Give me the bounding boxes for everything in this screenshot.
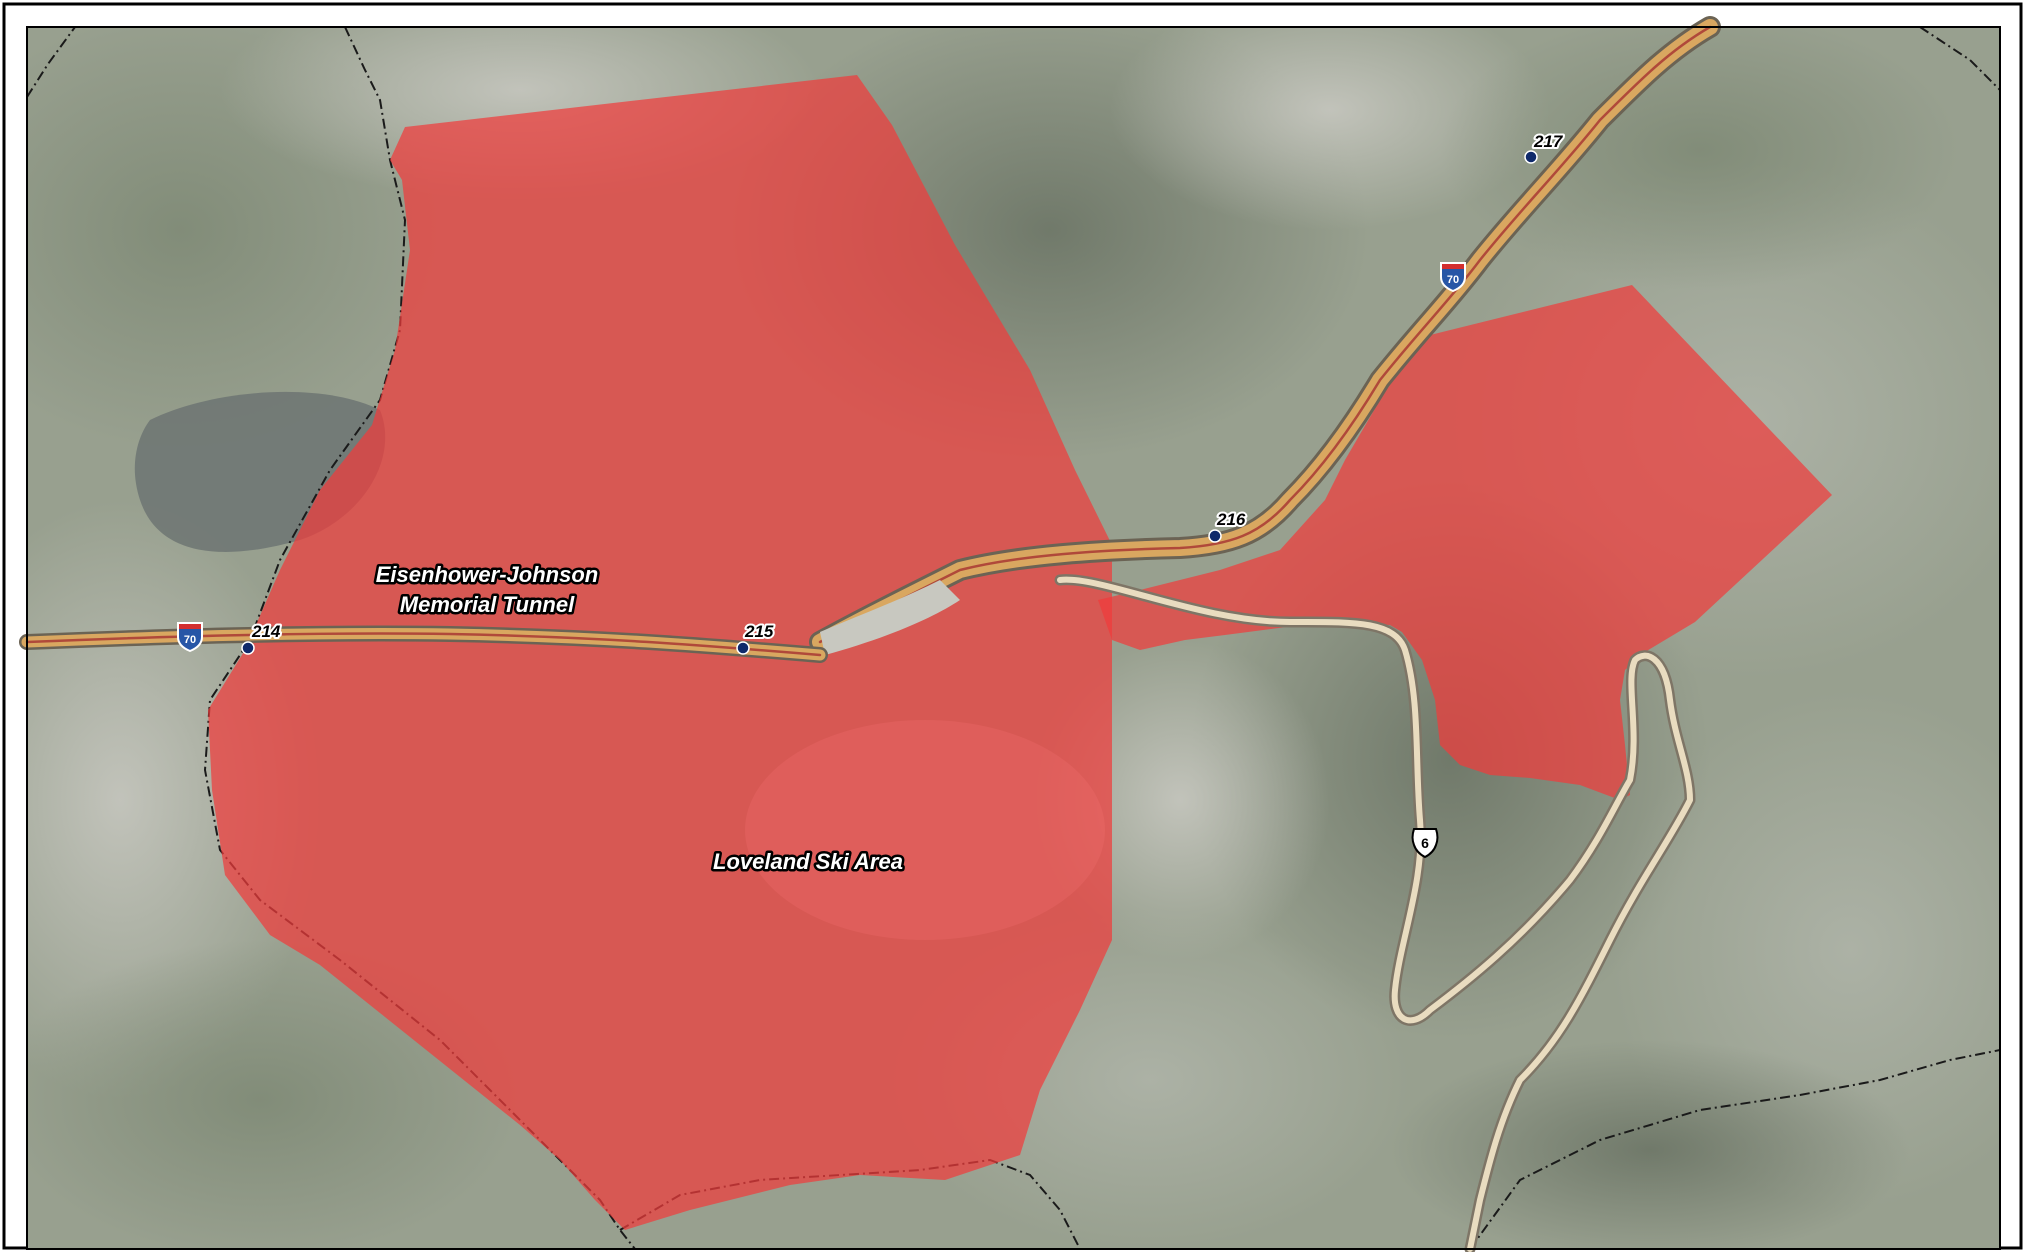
tunnel-label-line2: Memorial Tunnel bbox=[400, 592, 575, 617]
interstate-number: 70 bbox=[1447, 274, 1459, 286]
tunnel-label-line1: Eisenhower-Johnson bbox=[376, 562, 598, 587]
milepost-dot-icon bbox=[1208, 529, 1222, 543]
milepost-label: 214 bbox=[251, 622, 281, 641]
milepost-label: 217 bbox=[1533, 132, 1564, 151]
milepost-216[interactable]: 216 bbox=[1208, 508, 1248, 543]
milepost-label: 216 bbox=[1216, 510, 1246, 529]
milepost-214[interactable]: 214 bbox=[241, 620, 283, 655]
milepost-dot-icon bbox=[736, 641, 750, 655]
ski-area-label: Loveland Ski Area bbox=[713, 849, 903, 874]
milepost-215[interactable]: 215 bbox=[736, 620, 776, 655]
zone-east[interactable] bbox=[1098, 285, 1832, 800]
zone-loveland-ski-area[interactable] bbox=[208, 75, 1112, 1230]
us-route-shield-icon[interactable]: 6 bbox=[1411, 828, 1439, 859]
interstate-shields: 70 70 bbox=[177, 262, 1466, 653]
mileposts: 214 215 216 217 bbox=[241, 130, 1566, 655]
interstate-shield-icon[interactable]: 70 bbox=[177, 622, 203, 653]
milepost-dot-icon bbox=[1524, 150, 1538, 164]
milepost-label: 215 bbox=[744, 622, 774, 641]
milepost-217[interactable]: 217 bbox=[1524, 130, 1566, 164]
highlighted-zones bbox=[208, 75, 1832, 1230]
roads bbox=[19, 16, 1721, 1255]
map-frame bbox=[26, 26, 2001, 1250]
place-labels: Eisenhower-Johnson Memorial Tunnel Lovel… bbox=[373, 560, 905, 877]
us-route-number: 6 bbox=[1421, 835, 1429, 851]
milepost-dot-icon bbox=[241, 641, 255, 655]
interstate-shield-icon[interactable]: 70 bbox=[1440, 262, 1466, 293]
boundary-lines bbox=[27, 27, 2000, 1249]
interstate-number: 70 bbox=[184, 634, 196, 646]
